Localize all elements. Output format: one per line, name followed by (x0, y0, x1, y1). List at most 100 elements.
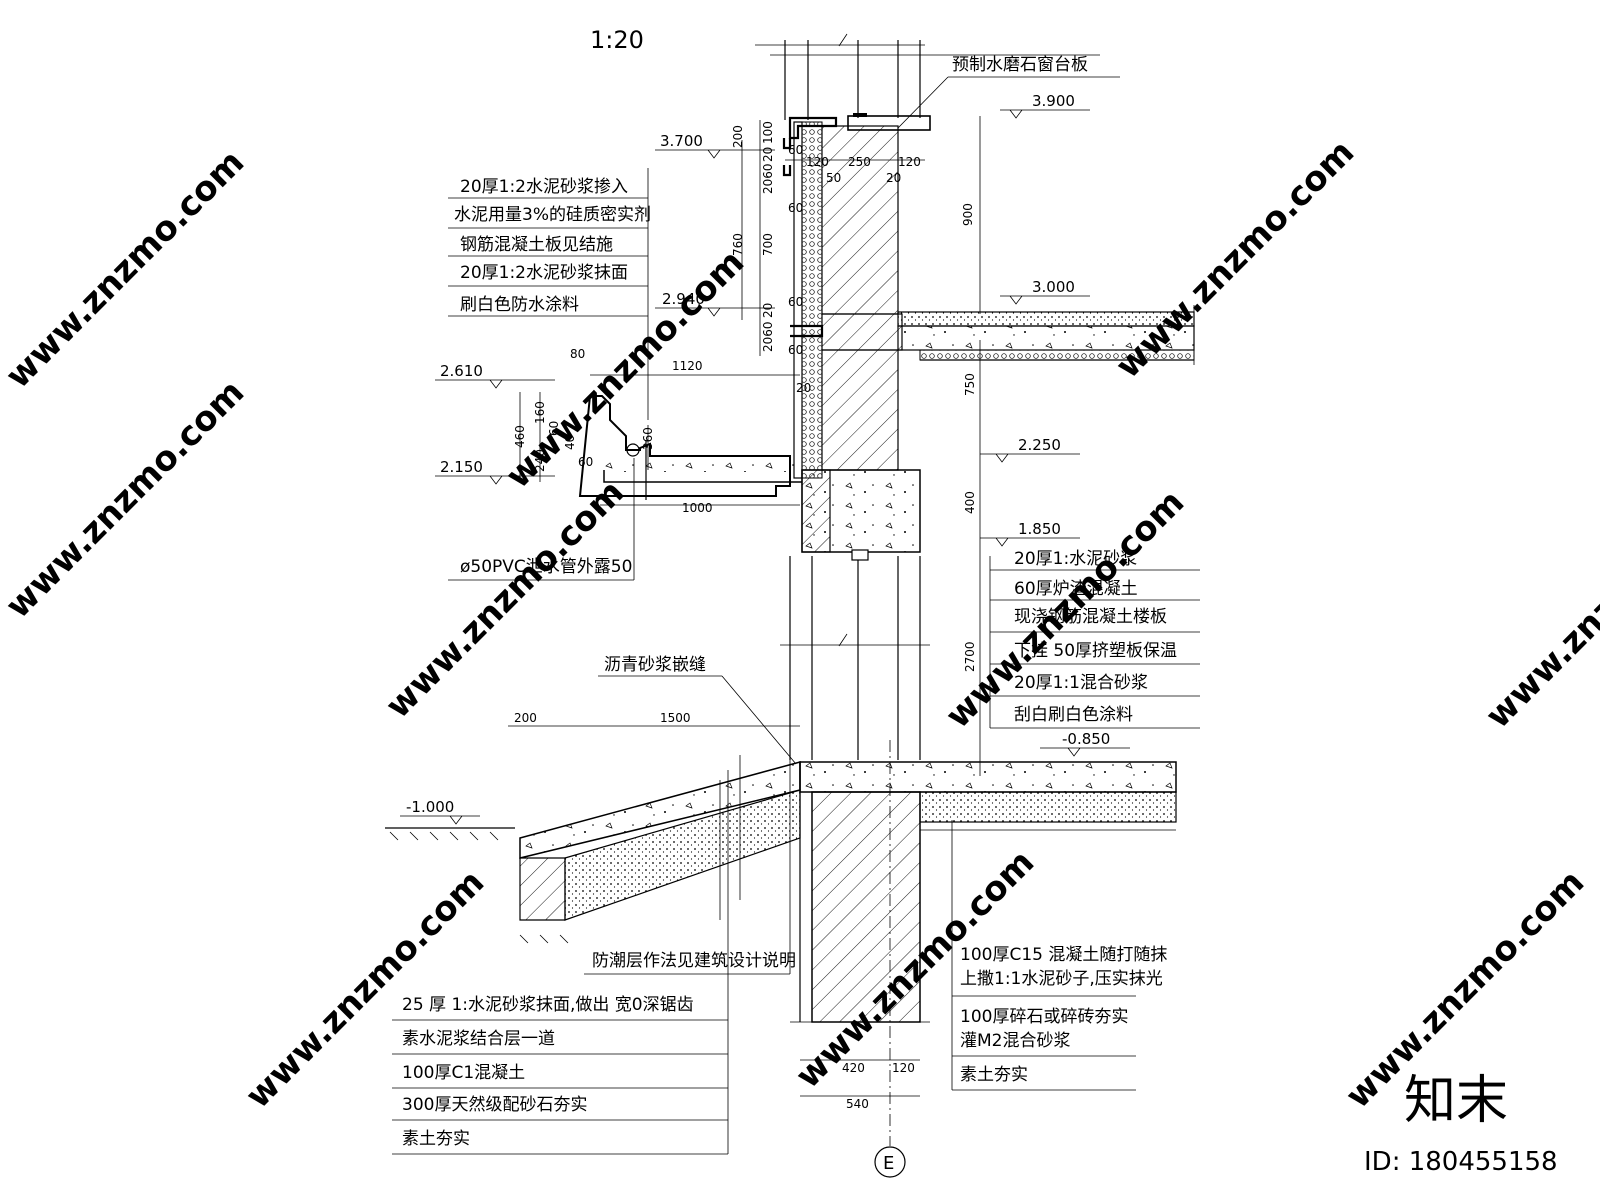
note-line: 20厚1:水泥砂浆 (1014, 549, 1137, 569)
dimension-label: 1500 (660, 711, 691, 725)
dimension-label: 200 (731, 125, 745, 148)
elevation-label: 3.000 (1032, 278, 1075, 296)
note-line: 沥青砂浆嵌缝 (604, 655, 706, 675)
note-asphalt-joint: 沥青砂浆嵌缝 (598, 655, 797, 765)
note-line: 20厚1:2水泥砂浆掺入 (460, 177, 628, 197)
dimension-label: 120 (806, 155, 829, 169)
dimension-label: 420 (842, 1061, 865, 1075)
dimension-label: 60 (788, 143, 803, 157)
dimension-label: 20 (761, 147, 775, 162)
note-line: 上撒1:1水泥砂子,压实抹光 (960, 969, 1163, 989)
elevation-mark: 2.250 (980, 436, 1080, 463)
note-line: 素土夯实 (960, 1065, 1028, 1085)
note-line: 300厚天然级配砂石夯实 (402, 1095, 587, 1115)
elevation-mark: 3.700 (655, 132, 775, 159)
elevation-label: -1.000 (406, 798, 454, 816)
ground-slab (799, 761, 1177, 831)
dimension-label: 700 (761, 233, 775, 256)
dimension-label: 2060 (761, 321, 775, 352)
note-line: ø50PVC泄水管外露50 (460, 557, 632, 577)
dimension-label: 20 (886, 171, 901, 185)
note-ground-build-up: 100厚C15 混凝土随打随抹 上撒1:1水泥砂子,压实抹光 100厚碎石或碎砖… (951, 820, 1167, 1091)
dimension-label: 760 (731, 233, 745, 256)
dimension-label: 120 (892, 1061, 915, 1075)
note-line: 灌M2混合砂浆 (960, 1031, 1070, 1051)
dimension-label: 120 (898, 155, 921, 169)
ramp (385, 755, 801, 944)
dimension-label: 60 (578, 455, 593, 469)
elevation-label: 3.900 (1032, 92, 1075, 110)
dimension-label: 1000 (682, 501, 713, 515)
elevation-label: 2.610 (440, 362, 483, 380)
note-line: 刷白色防水涂料 (460, 295, 579, 315)
dimension-label: 60 (788, 201, 803, 215)
elevation-mark: 3.000 (1000, 278, 1090, 305)
note-ramp-build-up: 25 厚 1:水泥砂浆抹面,做出 宽0深锯齿 素水泥浆结合层一道 100厚C1混… (392, 770, 729, 1155)
dimension-label: 1120 (672, 359, 703, 373)
dimension-label: 400 (963, 491, 977, 514)
dimension-label: 200 (514, 711, 537, 725)
note-floor-build-up: 20厚1:水泥砂浆 60厚炉渣混凝土 现浇钢筋混凝土楼板 下挂 50厚挤塑板保温… (989, 549, 1200, 729)
foundation-wall (790, 762, 930, 1023)
floor-slab-3000 (897, 305, 1195, 365)
elevation-label: 1.850 (1018, 520, 1061, 538)
elevation-label: 3.700 (660, 132, 703, 150)
elevation-mark: 1.850 (980, 520, 1080, 547)
note-line: 100厚C1混凝土 (402, 1063, 525, 1083)
note-dampproof: 防潮层作法见建筑设计说明 (584, 760, 796, 975)
elevation-mark: 2.610 (435, 362, 555, 389)
dimension-label: 20 (761, 303, 775, 318)
gutter (578, 395, 921, 561)
elevation-label: -0.850 (1062, 730, 1110, 748)
note-line: 素水泥浆结合层一道 (402, 1029, 555, 1049)
note-line: 25 厚 1:水泥砂浆抹面,做出 宽0深锯齿 (402, 995, 694, 1015)
note-line: 水泥用量3%的硅质密实剂 (454, 205, 651, 225)
note-line: 下挂 50厚挤塑板保温 (1014, 641, 1177, 661)
elevation-mark: 2.150 (435, 458, 555, 485)
note-line: 60厚炉渣混凝土 (1014, 579, 1138, 599)
note-line: 素土夯实 (402, 1129, 470, 1149)
elevation-mark: 3.900 (1000, 92, 1090, 119)
note-line: 钢筋混凝土板见结施 (460, 235, 613, 255)
dimension-label: 900 (961, 203, 975, 226)
dimension-label: 40 (563, 435, 577, 450)
dimension-label: 60 (788, 343, 803, 357)
dimension-label: 20 (796, 381, 811, 395)
watermark-text: www.znzmo.com (0, 142, 252, 396)
axis-label: E (883, 1153, 894, 1174)
elevation-mark: -1.000 (400, 798, 480, 825)
watermark-text: www.znzmo.com (378, 472, 632, 726)
dimension-label: 540 (846, 1097, 869, 1111)
dimension-label: 360 (641, 427, 655, 450)
dimension-label: 60 (788, 295, 803, 309)
dimension-label: 240 (533, 449, 547, 472)
note-line: 刮白刷白色涂料 (1014, 705, 1133, 725)
dimension-label: 2060 (761, 163, 775, 194)
middle-wall (780, 556, 930, 760)
elevation-markers: 3.900 3.700 3.000 2.940 2.610 2.250 2.15… (400, 92, 1130, 825)
dimension-label: 250 (848, 155, 871, 169)
note-line: 100厚C15 混凝土随打随抹 (960, 945, 1167, 965)
note-line: 防潮层作法见建筑设计说明 (592, 951, 796, 971)
note-line: 预制水磨石窗台板 (952, 55, 1088, 75)
dimension-label: 460 (513, 425, 527, 448)
note-line: 100厚碎石或碎砖夯实 (960, 1007, 1128, 1027)
elevation-label: 2.940 (662, 290, 705, 308)
scale-label: 1:20 (590, 26, 644, 54)
elevation-mark: 2.940 (655, 290, 775, 317)
elevation-label: 2.250 (1018, 436, 1061, 454)
axis-marker: E (874, 740, 906, 1178)
note-line: 20厚1:1混合砂浆 (1014, 673, 1148, 693)
watermark-text: www.znzmo.com (0, 372, 252, 626)
wall-hatched-body (782, 116, 903, 479)
watermark-text: www.znzmo.com (1478, 482, 1600, 736)
dimension-lines (508, 116, 981, 1097)
image-id: ID: 180455158 (1364, 1147, 1558, 1177)
elevation-mark: -0.850 (1040, 730, 1130, 757)
logo-text: 知末 (1404, 1071, 1508, 1131)
note-pvc-pipe: ø50PVC泄水管外露50 (448, 458, 635, 581)
dimension-label: 160 (533, 401, 547, 424)
dimension-labels: 200 100 20 60 120 250 120 20 2060 50 60 … (513, 121, 977, 1111)
dimension-label: 60 (547, 421, 561, 436)
dimension-label: 100 (761, 121, 775, 144)
